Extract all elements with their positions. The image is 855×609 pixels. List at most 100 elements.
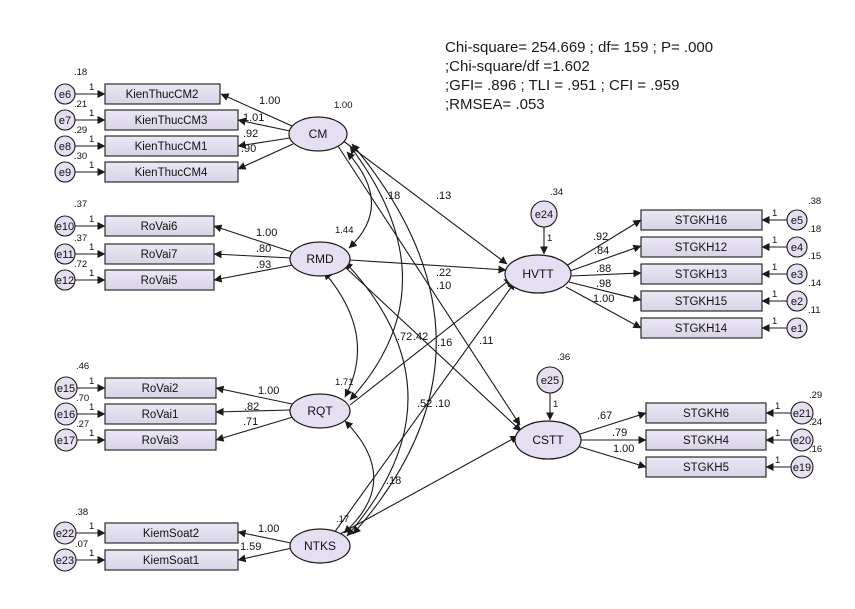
cov-cm-rqt xyxy=(349,145,404,401)
svg-text:.07: .07 xyxy=(75,539,88,550)
label-kiemsoat1: KiemSoat1 xyxy=(143,555,199,567)
path-rmd-cstt xyxy=(345,267,522,432)
err-e5 xyxy=(786,209,808,231)
path-rqt-hvtt xyxy=(349,277,513,406)
fit-gfi-tli-cfi: ;GFI= .896 ; TLI = .951 ; CFI = .959 xyxy=(445,77,680,94)
error-labels: e6 e7 e8 e9 e10 e11 e12 e15 e16 e17 e22 … xyxy=(56,89,811,567)
svg-text:.17: .17 xyxy=(336,514,349,525)
svg-text:.18: .18 xyxy=(808,224,821,235)
svg-text:.38: .38 xyxy=(808,196,821,207)
label-kienthuccm3: KienThucCM3 xyxy=(135,115,208,127)
svg-text:.15: .15 xyxy=(808,251,821,262)
svg-text:.70: .70 xyxy=(76,393,89,404)
svg-text:1.44: 1.44 xyxy=(335,225,354,236)
svg-text:.29: .29 xyxy=(74,125,87,136)
svg-text:.98: .98 xyxy=(596,278,611,290)
error-paths xyxy=(75,90,791,564)
svg-text:.10: .10 xyxy=(435,398,450,410)
svg-text:.88: .88 xyxy=(596,263,611,275)
err-e3 xyxy=(786,263,808,285)
box-stgkh4 xyxy=(645,429,767,451)
svg-text:.11: .11 xyxy=(479,335,493,347)
err-e11 xyxy=(54,243,76,265)
latent-cstt xyxy=(514,420,582,460)
svg-text:.16: .16 xyxy=(437,337,452,349)
error-variances: .18 .21 .29 .30 .37 .37 .72 .46 .70 .27 … xyxy=(74,67,822,550)
svg-text:CSTT: CSTT xyxy=(532,433,564,447)
path-ntks-cstt xyxy=(339,435,519,535)
err-e20 xyxy=(790,428,814,452)
err-e16 xyxy=(54,402,78,426)
box-stgkh14 xyxy=(640,317,763,339)
svg-text:e12: e12 xyxy=(56,275,74,287)
svg-text:.16: .16 xyxy=(809,444,822,455)
label-rovai6: RoVai6 xyxy=(141,221,178,233)
box-stgkh6 xyxy=(645,402,767,424)
svg-text:.13: .13 xyxy=(436,190,451,202)
err-e8 xyxy=(54,135,76,157)
label-rovai3: RoVai3 xyxy=(142,435,179,447)
svg-text:e19: e19 xyxy=(793,462,811,474)
err-e21 xyxy=(790,401,814,425)
err-e4 xyxy=(786,236,808,258)
svg-text:NTKS: NTKS xyxy=(304,539,336,553)
svg-text:e1: e1 xyxy=(791,323,803,335)
svg-text:1: 1 xyxy=(89,82,94,93)
svg-text:1.01: 1.01 xyxy=(243,112,264,124)
box-kiemsoat1 xyxy=(104,549,239,571)
err-e19 xyxy=(790,455,814,479)
box-rovai1 xyxy=(104,403,217,425)
svg-text:1.71: 1.71 xyxy=(335,377,354,388)
svg-text:.14: .14 xyxy=(808,278,821,289)
svg-text:.30: .30 xyxy=(74,151,87,162)
svg-text:.18: .18 xyxy=(385,190,400,202)
svg-text:.92: .92 xyxy=(593,231,608,243)
svg-text:1: 1 xyxy=(89,214,94,225)
svg-text:.71: .71 xyxy=(243,416,258,428)
err-e7 xyxy=(54,109,76,131)
svg-text:e11: e11 xyxy=(56,249,74,261)
svg-text:e9: e9 xyxy=(59,167,71,179)
svg-text:1: 1 xyxy=(772,262,777,273)
err-e24 xyxy=(530,200,558,228)
fit-rmsea: ;RMSEA= .053 xyxy=(445,96,545,113)
svg-text:e2: e2 xyxy=(791,296,803,308)
fit-chi-square: Chi-square= 254.669 ; df= 159 ; P= .000 xyxy=(445,39,714,56)
svg-text:1.00: 1.00 xyxy=(258,385,279,397)
svg-text:.84: .84 xyxy=(594,245,609,257)
svg-text:1: 1 xyxy=(89,160,94,171)
structural-labels: .13 .22 .10 .18 .72 .42 .16 .11 .52 .10 … xyxy=(385,190,493,487)
label-stgkh4: STGKH4 xyxy=(683,435,730,447)
model-fit-summary: Chi-square= 254.669 ; df= 159 ; P= .000 … xyxy=(445,38,765,114)
indicator-labels: KienThucCM2 KienThucCM3 KienThucCM1 Kien… xyxy=(126,89,730,567)
svg-text:.37: .37 xyxy=(74,199,87,210)
label-rovai1: RoVai1 xyxy=(142,409,179,421)
box-rovai3 xyxy=(104,429,217,451)
svg-text:e25: e25 xyxy=(541,375,559,387)
label-rovai2: RoVai2 xyxy=(142,383,179,395)
svg-text:HVTT: HVTT xyxy=(522,267,554,281)
svg-text:e17: e17 xyxy=(57,435,75,447)
svg-text:e23: e23 xyxy=(56,555,74,567)
svg-text:1: 1 xyxy=(89,134,94,145)
box-stgkh16 xyxy=(640,209,763,231)
svg-text:.72: .72 xyxy=(397,331,412,343)
indicator-boxes xyxy=(104,83,767,571)
svg-text:.18: .18 xyxy=(386,475,401,487)
label-stgkh16: STGKH16 xyxy=(675,215,727,227)
err-e10 xyxy=(54,215,76,237)
box-stgkh13 xyxy=(640,263,763,285)
svg-text:.82: .82 xyxy=(244,401,259,413)
label-rovai5: RoVai5 xyxy=(141,275,178,287)
err-e12 xyxy=(54,269,76,291)
path-cm-cstt xyxy=(335,142,521,426)
box-stgkh5 xyxy=(645,456,767,478)
svg-text:1: 1 xyxy=(89,108,94,119)
box-rovai2 xyxy=(104,377,217,399)
err-e2 xyxy=(786,290,808,312)
label-stgkh5: STGKH5 xyxy=(683,462,729,474)
svg-text:.80: .80 xyxy=(256,243,271,255)
latent-variances: 1.00 1.44 1.71 .17 xyxy=(334,100,354,525)
svg-text:e21: e21 xyxy=(793,408,811,420)
svg-text:1: 1 xyxy=(772,316,777,327)
